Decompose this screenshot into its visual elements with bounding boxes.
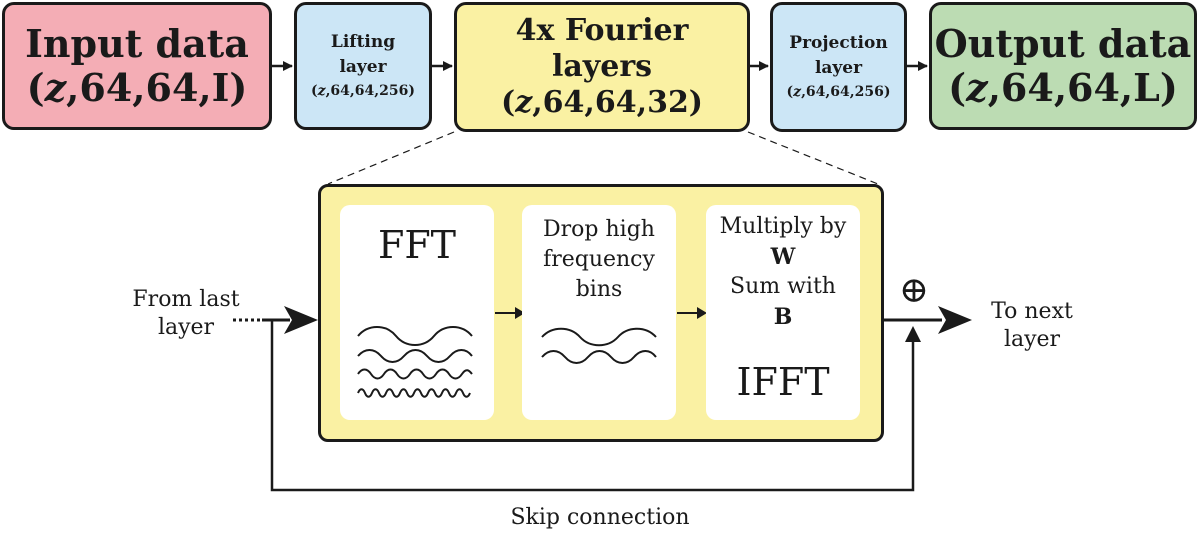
- output-data-title: Output data: [934, 21, 1192, 66]
- multiply-sum-panel: Multiply by W Sum with B IFFT: [706, 205, 860, 420]
- lifting-label-line1: Lifting: [330, 32, 396, 52]
- output-arrowhead: [938, 306, 972, 334]
- arrow-drop-to-multiply: [677, 307, 707, 319]
- to-label-line1: To next: [991, 299, 1073, 324]
- input-data-title: Input data: [25, 21, 249, 66]
- skip-connection-line: [270, 320, 915, 492]
- input-data-block: Input data (z,64,64,I): [2, 2, 272, 130]
- drop-frequency-panel: Drop high frequency bins: [522, 205, 676, 420]
- sum-label: Sum with: [730, 274, 836, 299]
- fft-label: FFT: [377, 223, 457, 267]
- from-label-line2: layer: [157, 315, 215, 340]
- output-data-block: Output data (z,64,64,L): [929, 2, 1197, 130]
- from-last-layer-label: From last layer: [118, 286, 254, 342]
- bias-symbol-b: B: [773, 304, 793, 330]
- output-data-shape: (z,64,64,L): [948, 65, 1178, 110]
- fourier-layers-block: 4x Fourier layers (z,64,64,32): [454, 2, 750, 132]
- lifting-layer-block: Lifting layer (z,64,64,256): [294, 2, 432, 130]
- fourier-label-line1: 4x Fourier: [515, 13, 689, 48]
- fft-panel: FFT: [340, 205, 494, 420]
- drop-label-line3: bins: [575, 277, 623, 302]
- drop-label-line2: frequency: [543, 247, 655, 272]
- arrow-fft-to-drop: [495, 307, 525, 319]
- zoom-line-left: [327, 131, 455, 185]
- fft-waves-icon: [357, 326, 473, 398]
- lifting-label-line2: layer: [339, 57, 387, 77]
- projection-label-line2: layer: [814, 58, 863, 78]
- weight-symbol-w: W: [770, 244, 796, 270]
- skip-connection-label: Skip connection: [510, 505, 690, 530]
- projection-label-line1: Projection: [789, 33, 888, 53]
- sum-operator-icon: ⊕: [898, 270, 930, 311]
- drop-label-line1: Drop high: [543, 217, 655, 242]
- lifting-shape: (z,64,64,256): [310, 83, 415, 99]
- multiply-label: Multiply by: [719, 214, 847, 239]
- to-next-layer-label: To next layer: [972, 298, 1092, 354]
- skip-arrowhead: [905, 326, 921, 342]
- from-label-line1: From last: [132, 287, 240, 312]
- projection-layer-block: Projection layer (z,64,64,256): [770, 2, 907, 132]
- ifft-label: IFFT: [736, 360, 830, 404]
- fourier-shape: (z,64,64,32): [500, 85, 704, 120]
- low-frequency-waves-icon: [541, 327, 657, 364]
- input-data-shape: (z,64,64,I): [26, 65, 248, 110]
- input-arrowhead: [284, 306, 318, 334]
- fourier-label-line2: layers: [551, 49, 653, 84]
- to-label-line2: layer: [1003, 327, 1061, 352]
- projection-shape: (z,64,64,256): [786, 84, 891, 100]
- zoom-line-right: [747, 131, 879, 185]
